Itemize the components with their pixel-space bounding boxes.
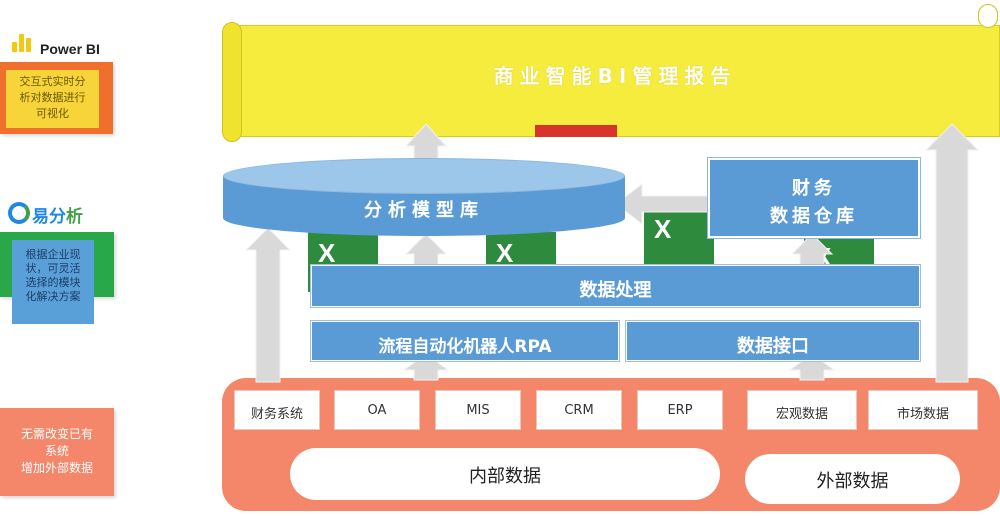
yifenxi-card-line-3: 选择的模块 (25, 276, 81, 289)
source-label: 宏观数据 (775, 407, 828, 422)
no-change-card-line-2: 系统 (44, 444, 69, 458)
internal-data-cloud: 内部数据 (290, 448, 720, 500)
source-label: ERP (667, 403, 693, 418)
source-macro-data: 宏观数据 (747, 390, 857, 430)
arrow-processing-to-model (404, 233, 448, 267)
yifenxi-logo: 易分析 (8, 200, 108, 228)
yifenxi-wordmark-part-1: 易分 (32, 207, 66, 227)
source-label: CRM (564, 403, 594, 418)
power-bi-card-inner: 交互式实时分 析对数据进行 可视化 (6, 70, 99, 128)
source-market-data: 市场数据 (868, 390, 978, 430)
yifenxi-card-line-2: 状，可灵活 (25, 262, 81, 275)
source-crm: CRM (536, 390, 622, 430)
arrow-macro-up (788, 353, 836, 381)
source-label: 市场数据 (896, 407, 949, 422)
data-processing-label: 数据处理 (579, 280, 652, 301)
data-api-label: 数据接口 (737, 336, 809, 357)
external-data-label: 外部数据 (816, 471, 889, 492)
cylinder-top (223, 158, 625, 194)
power-bi-card-line-1: 交互式实时分 (19, 75, 86, 88)
excel-icon: X (644, 208, 714, 268)
arrow-rpa-up (402, 353, 450, 381)
source-label: MIS (466, 403, 490, 418)
external-data-cloud: 外部数据 (745, 454, 960, 504)
power-bi-wordmark: Power BI (40, 41, 100, 57)
yifenxi-icon (8, 202, 30, 224)
source-oa: OA (334, 390, 420, 430)
arrow-market-to-banner (924, 123, 980, 383)
source-label: 财务系统 (250, 407, 303, 422)
yifenxi-card-line-4: 化解决方案 (25, 290, 81, 303)
red-tab-decoration (535, 125, 617, 137)
internal-data-label: 内部数据 (469, 466, 541, 487)
rpa-label: 流程自动化机器人RPA (378, 337, 552, 357)
finance-dw-line-2: 数据仓库 (770, 206, 858, 227)
yifenxi-wordmark-part-2: 析 (66, 207, 83, 227)
arrow-dw-to-model (615, 182, 709, 226)
yifenxi-card-line-1: 根据企业现 (25, 248, 81, 261)
power-bi-logo: Power BI (8, 28, 108, 58)
finance-dw-line-1: 财务 (792, 178, 836, 199)
yifenxi-card-inner: 根据企业现 状，可灵活 选择的模块 化解决方案 (12, 240, 94, 324)
no-change-card-line-3: 增加外部数据 (20, 461, 93, 475)
yifenxi-wordmark: 易分析 (32, 202, 83, 227)
rpa-bar: 流程自动化机器人RPA (311, 321, 619, 361)
arrow-finance-to-model (244, 227, 292, 383)
scroll-curl-left (222, 22, 242, 142)
yifenxi-card: 根据企业现 状，可灵活 选择的模块 化解决方案 (0, 232, 114, 324)
no-change-card-line-1: 无需改变已有 (20, 427, 93, 441)
source-mis: MIS (435, 390, 521, 430)
power-bi-card: 交互式实时分 析对数据进行 可视化 (0, 62, 113, 134)
source-label: OA (367, 403, 387, 418)
source-erp: ERP (637, 390, 723, 430)
scroll-curl-right (978, 4, 998, 28)
no-change-card: 无需改变已有 系统 增加外部数据 (0, 408, 114, 496)
power-bi-card-line-2: 析对数据进行 (19, 91, 86, 104)
source-finance-system: 财务系统 (234, 390, 320, 430)
data-api-bar: 数据接口 (626, 321, 920, 361)
finance-data-warehouse: 财务 数据仓库 (708, 158, 920, 238)
arrow-processing-to-dw (790, 233, 834, 267)
model-db-label: 分析模型库 (364, 200, 484, 221)
bi-report-banner (230, 25, 1000, 137)
data-processing-bar: 数据处理 (311, 265, 920, 307)
power-bi-icon (8, 28, 38, 56)
model-db-cylinder: 分析模型库 (223, 158, 625, 238)
banner-title: 商业智能BI管理报告 (493, 64, 737, 88)
power-bi-card-line-3: 可视化 (36, 107, 69, 120)
